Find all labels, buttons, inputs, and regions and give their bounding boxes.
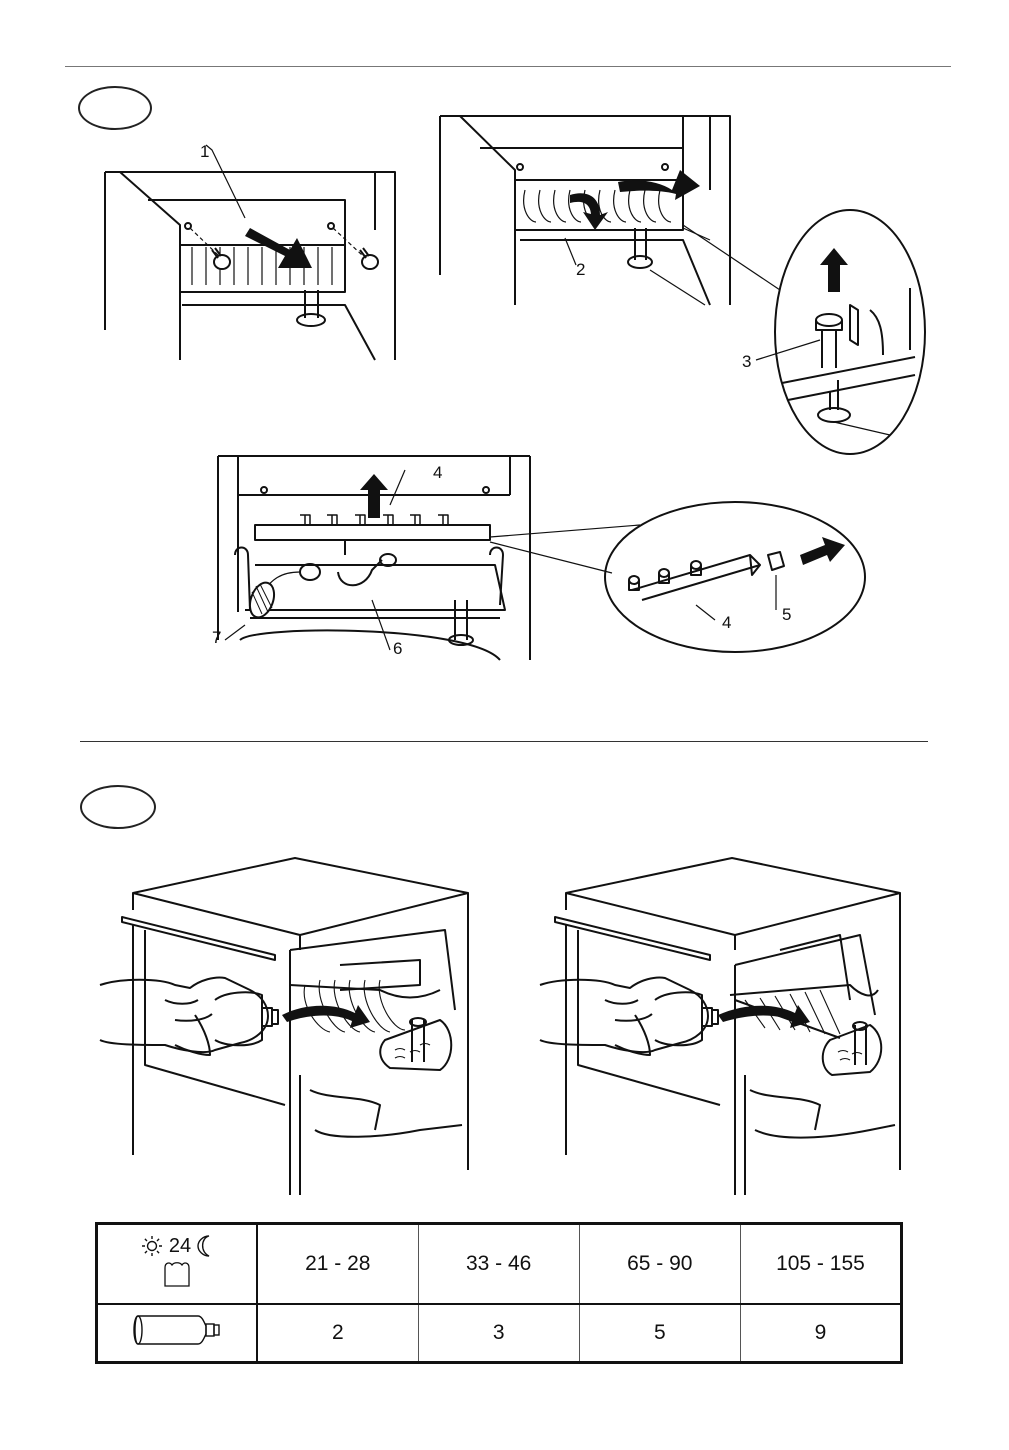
fridge-right-drawing <box>555 858 900 1195</box>
figure-a-illustration: 1 2 3 4 4 5 6 7 <box>0 0 1009 700</box>
callout-2: 2 <box>576 260 585 279</box>
moon-icon <box>197 1234 213 1258</box>
screw-icon <box>360 248 378 269</box>
sun-icon <box>141 1235 163 1257</box>
callout-4: 4 <box>722 613 731 632</box>
bottle-count-cell: 2 <box>257 1304 418 1363</box>
callout-7: 7 <box>212 628 221 647</box>
cabinet-left-drawing <box>105 172 395 360</box>
callout-3: 3 <box>742 352 751 371</box>
callout-1: 1 <box>200 142 209 161</box>
figure-b-illustration <box>0 840 1009 1200</box>
container-icon <box>162 1260 192 1288</box>
range-cell: 65 - 90 <box>579 1224 740 1305</box>
arrow-icon <box>282 1005 370 1028</box>
section-badge-b <box>80 785 156 829</box>
table-row: 2 3 5 9 <box>97 1304 902 1363</box>
bottle-count-cell: 5 <box>579 1304 740 1363</box>
bottle-count-cell: 3 <box>418 1304 579 1363</box>
table-row: 24 21 - 28 33 - 46 65 - 90 105 - 155 <box>97 1224 902 1305</box>
range-cell: 33 - 46 <box>418 1224 579 1305</box>
arrow-icon <box>718 1005 810 1028</box>
detail-bubble-5 <box>605 502 865 652</box>
screw-icon <box>212 248 230 269</box>
callout-5: 5 <box>782 605 791 624</box>
arrow-icon <box>245 228 312 268</box>
header-cell-bottles <box>97 1304 258 1363</box>
middle-rule <box>80 741 928 742</box>
callout-4: 4 <box>433 463 442 482</box>
bottle-count-cell: 9 <box>740 1304 901 1363</box>
bottle-icon <box>132 1308 222 1352</box>
fridge-left-drawing <box>122 858 468 1195</box>
header-cell-temperature: 24 <box>97 1224 258 1305</box>
hand-icon <box>100 977 268 1055</box>
range-cell: 21 - 28 <box>257 1224 418 1305</box>
arrow-icon <box>800 537 845 565</box>
arrow-icon <box>820 248 848 292</box>
temperature-value: 24 <box>169 1235 191 1258</box>
callout-6: 6 <box>393 639 402 658</box>
range-cell: 105 - 155 <box>740 1224 901 1305</box>
dosage-table: 24 21 - 28 33 - 46 65 - 90 105 - 155 2 3… <box>95 1222 903 1364</box>
